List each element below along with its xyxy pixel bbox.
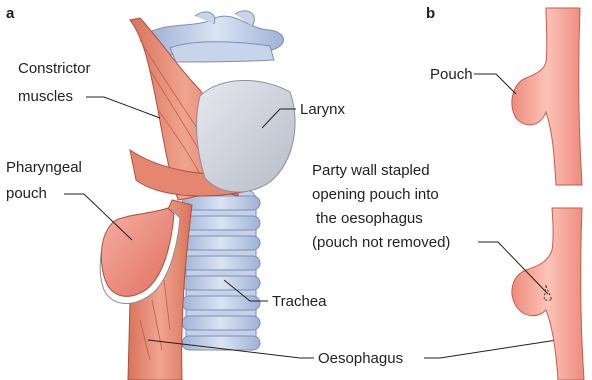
- stapled-label-line2: opening pouch into: [312, 186, 439, 203]
- pouch-leader: [474, 74, 516, 94]
- stapled-label-line1: Party wall stapled: [312, 162, 430, 179]
- trachea: [182, 190, 260, 350]
- constrictor-label-line1: Constrictor: [18, 60, 91, 77]
- trachea-label: Trachea: [272, 293, 327, 310]
- stapled-label-line4: (pouch not removed): [312, 234, 450, 251]
- oesophagus-with-pouch: [512, 8, 582, 185]
- stapled-label-line3: the oesophagus: [316, 210, 423, 227]
- constrictor-label-line2: muscles: [18, 88, 73, 105]
- pharyngeal-label-line2: pouch: [6, 185, 47, 202]
- pharyngeal-label-line1: Pharyngeal: [6, 159, 82, 176]
- oesophagus-leader-b: [424, 338, 570, 358]
- pouch-label: Pouch: [430, 66, 473, 83]
- constrictor-leader: [86, 97, 160, 118]
- oesophagus-label: Oesophagus: [318, 350, 403, 367]
- larynx-label: Larynx: [300, 101, 346, 118]
- panel-a-label: a: [6, 5, 15, 22]
- panel-b-label: b: [426, 5, 435, 22]
